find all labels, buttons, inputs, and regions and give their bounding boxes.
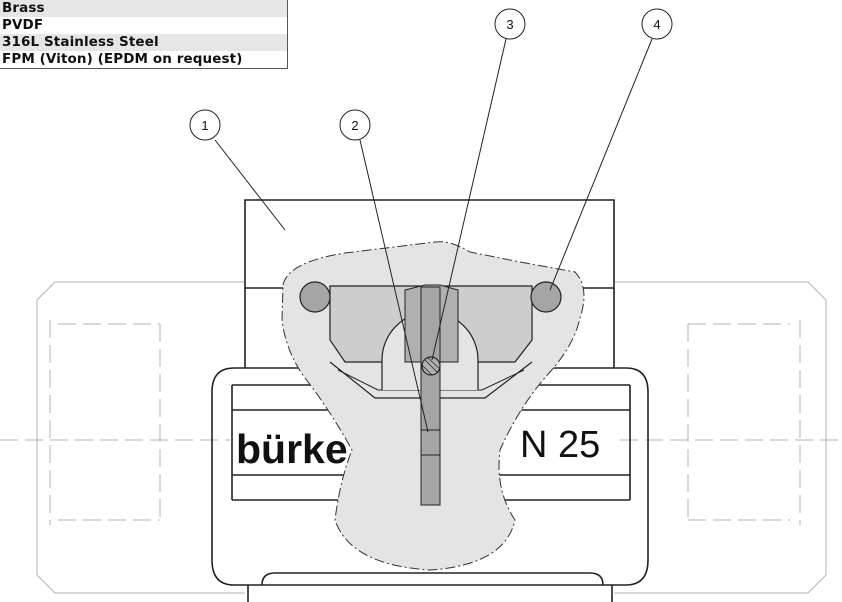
- callout-4-number: 4: [653, 17, 660, 32]
- right-fitting-ghost: [614, 281, 827, 594]
- material-row-1: Brass: [0, 0, 287, 17]
- callout-3-number: 3: [506, 17, 513, 32]
- callout-2: 2: [339, 109, 429, 433]
- callout-2-number: 2: [351, 118, 358, 133]
- material-row-3: 316L Stainless Steel: [0, 34, 287, 51]
- size-label: N 25: [520, 424, 600, 466]
- material-row-4: FPM (Viton) (EPDM on request): [2, 51, 243, 67]
- callout-1-number: 1: [201, 118, 208, 133]
- callout-4: 4: [549, 8, 673, 291]
- callout-1: 1: [189, 109, 286, 231]
- materials-table: Brass PVDF 316L Stainless Steel FPM (Vit…: [0, 0, 288, 69]
- material-row-2: PVDF: [2, 17, 44, 33]
- brand-logo-text: bürke: [236, 426, 348, 472]
- cutaway-section: [281, 241, 585, 571]
- left-fitting-ghost: [36, 281, 245, 594]
- callout-3: 3: [431, 8, 526, 361]
